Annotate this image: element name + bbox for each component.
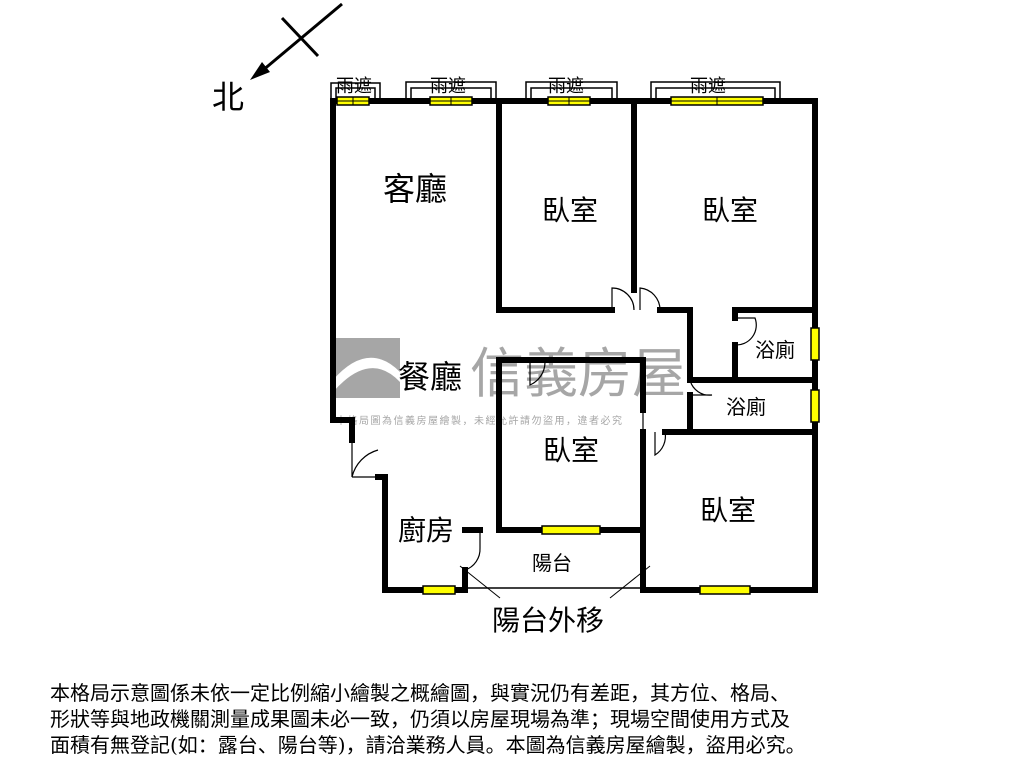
watermark: 信義房屋 本格局圖為信義房屋繪製，未經允許請勿盜用，違者必究: [333, 338, 686, 427]
awning-label: 雨遮: [430, 76, 466, 97]
compass-label: 北: [212, 78, 244, 116]
disclaimer-line: 面積有無登記(如：露台、陽台等)，請洽業務人員。本圖為信義房屋繪製，盜用必究。: [50, 733, 806, 757]
disclaimer-line: 形狀等與地政機關測量成果圖未必一致，仍須以房屋現場為準；現場空間使用方式及: [50, 707, 790, 731]
awnings: [330, 81, 781, 100]
doors: [351, 287, 757, 571]
balcony-note: 陽台外移: [492, 604, 604, 637]
room-bedroom: 臥室: [542, 194, 598, 227]
awning-label: 雨遮: [690, 76, 726, 97]
north-arrow-icon: [250, 2, 343, 80]
disclaimer-line: 本格局示意圖係未依一定比例縮小繪製之概繪圖，與實況仍有差距，其方位、格局、: [50, 681, 790, 705]
room-dining: 餐廳: [398, 358, 462, 396]
awning-label: 雨遮: [336, 76, 372, 97]
room-bath: 浴廁: [726, 395, 766, 419]
watermark-brand: 信義房屋: [470, 342, 686, 405]
room-balcony: 陽台: [532, 551, 572, 575]
room-living: 客廳: [383, 170, 447, 208]
disclaimer: 本格局示意圖係未依一定比例縮小繪製之概繪圖，與實況仍有差距，其方位、格局、 形狀…: [50, 680, 1010, 758]
awning-label: 雨遮: [548, 76, 584, 97]
room-bedroom: 臥室: [702, 194, 758, 227]
room-bedroom: 臥室: [543, 434, 599, 467]
watermark-notice: 本格局圖為信義房屋繪製，未經允許請勿盜用，違者必究: [336, 414, 624, 427]
room-bath: 浴廁: [755, 338, 795, 362]
room-kitchen: 廚房: [398, 514, 454, 547]
room-bedroom: 臥室: [700, 494, 756, 527]
